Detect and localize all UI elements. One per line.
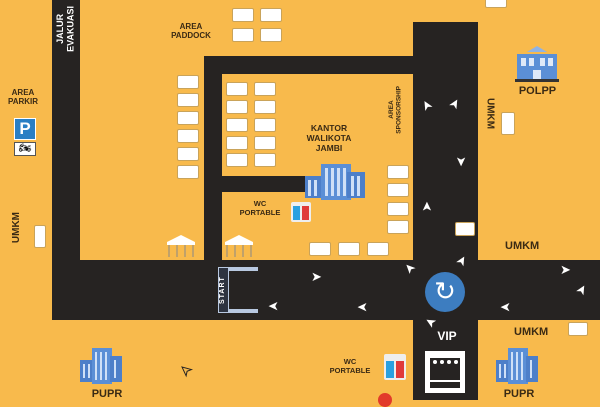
wc-female-door (396, 361, 404, 378)
booth (177, 129, 199, 143)
booth (177, 147, 199, 161)
wc-portable-label: WC PORTABLE (232, 199, 288, 217)
label-line: KANTOR (310, 123, 348, 133)
booth (338, 242, 360, 256)
booth (485, 0, 507, 8)
start-gate: START (214, 267, 258, 313)
wc-portable-label: WC PORTABLE (322, 357, 378, 375)
main-road-vertical (413, 22, 478, 400)
polpp-label: POLPP (518, 85, 557, 97)
label-line: EVAKUASI (65, 6, 76, 52)
umkm-label: UMKM (484, 98, 496, 130)
label-line: JAMBI (315, 142, 343, 153)
pupr-building-icon (496, 348, 538, 384)
booth (254, 82, 276, 96)
wc-male-door (293, 206, 300, 220)
gate-top-bar (218, 267, 258, 271)
label-line: PORTABLE (329, 365, 371, 375)
kantor-access-road (222, 176, 306, 192)
umkm-booth (501, 112, 515, 135)
booth (367, 242, 389, 256)
label-line: PORTABLE (239, 207, 281, 217)
label-line: SPONSORSHIP (395, 86, 403, 134)
tent-icon (167, 235, 195, 257)
vip-label: VIP (437, 329, 457, 343)
area-paddock-label: AREA PADDOCK (160, 22, 222, 40)
umkm-label: UMKM (514, 326, 549, 338)
pupr-building-icon (80, 348, 122, 384)
loop-road-top (204, 56, 430, 74)
label-line: AREA (179, 22, 203, 31)
motorcycle-icon: 🏍 (14, 142, 36, 156)
label-line: WALIKOTA (306, 132, 352, 143)
direction-arrow-icon: ➤ (418, 201, 434, 212)
label-line: PADDOCK (171, 31, 211, 41)
direction-arrow-icon: ➤ (268, 299, 279, 314)
direction-arrow-icon: ➤ (500, 300, 511, 315)
booth (260, 8, 282, 22)
direction-arrow-icon: ➤ (176, 361, 195, 381)
roundabout-icon: ↻ (425, 272, 465, 312)
booth (177, 75, 199, 89)
booth (226, 136, 248, 150)
umkm-label: UMKM (11, 212, 22, 244)
label-line: WC (343, 357, 357, 366)
label-line: WC (253, 199, 267, 208)
booth (254, 100, 276, 114)
umkm-booth (455, 222, 475, 236)
pupr-label: PUPR (91, 388, 123, 400)
booth (387, 202, 409, 216)
booth (254, 136, 276, 150)
label-line: AREA (388, 100, 395, 120)
booth (226, 153, 248, 167)
kantor-walikota-label: KANTOR WALIKOTA JAMBI (296, 123, 362, 153)
label-line: PARKIR (7, 97, 39, 107)
vip-stage-icon (425, 351, 465, 393)
wc-male-door (386, 361, 394, 378)
umkm-booth (34, 225, 46, 248)
booth (226, 82, 248, 96)
main-road-horizontal (52, 260, 600, 320)
booth (177, 93, 199, 107)
wc-portable-icon (384, 354, 406, 380)
booth (387, 183, 409, 197)
location-marker-icon (378, 393, 392, 407)
label-line: JALUR (55, 13, 65, 44)
booth (226, 100, 248, 114)
booth (387, 220, 409, 234)
area-parkir-label: AREA PARKIR (0, 88, 46, 106)
booth (226, 118, 248, 132)
umkm-label: UMKM (505, 240, 540, 252)
direction-arrow-icon: ➤ (357, 300, 368, 315)
label-line: AREA (11, 88, 35, 97)
loop-road-left (204, 56, 222, 262)
wc-portable-icon (291, 202, 311, 222)
direction-arrow-icon: ➤ (311, 269, 322, 284)
booth (260, 28, 282, 42)
pupr-label: PUPR (503, 388, 535, 400)
tent-icon (225, 235, 253, 257)
booth (254, 153, 276, 167)
kantor-walikota-building-icon (305, 164, 365, 200)
polpp-building-icon (515, 46, 559, 82)
booth (232, 28, 254, 42)
booth (177, 165, 199, 179)
start-banner: START (218, 267, 229, 313)
booth (177, 111, 199, 125)
booth (387, 165, 409, 179)
gate-bottom-bar (218, 309, 258, 313)
direction-arrow-icon: ➤ (453, 156, 469, 167)
booth (309, 242, 331, 256)
direction-arrow-icon: ➤ (560, 262, 571, 277)
booth (254, 118, 276, 132)
parking-sign-icon: P (14, 118, 36, 140)
booth (232, 8, 254, 22)
area-sponsorship-label: AREA SPONSORSHIP (388, 86, 403, 134)
evacuation-label: JALUR EVAKUASI (55, 6, 76, 52)
umkm-booth (568, 322, 588, 336)
wc-female-door (302, 206, 309, 220)
